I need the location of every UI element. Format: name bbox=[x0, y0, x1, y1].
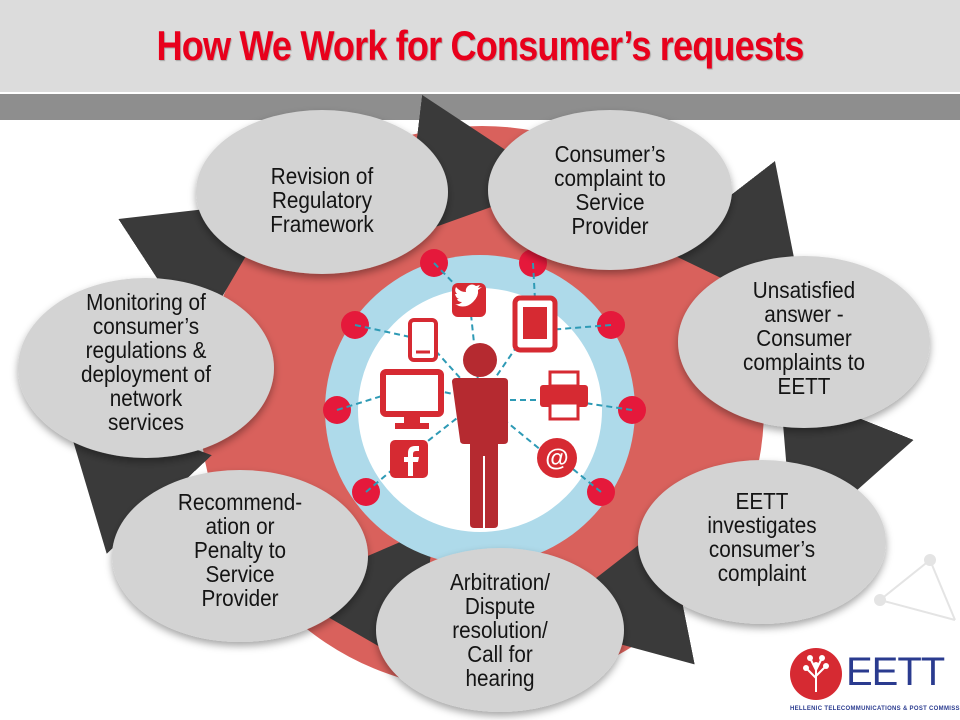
process-nodes bbox=[18, 110, 930, 712]
node-unsatisfied-label: Unsatisfied answer - Consumer complaints… bbox=[714, 278, 894, 398]
label-line: ation or bbox=[205, 513, 275, 539]
label-line: Service bbox=[575, 189, 645, 215]
facebook-icon bbox=[390, 440, 428, 478]
label-line: answer - bbox=[764, 301, 844, 327]
svg-text:@: @ bbox=[545, 445, 568, 472]
label-line: Revision of bbox=[270, 163, 374, 189]
email-at-icon: @ bbox=[537, 438, 577, 478]
label-line: Recommend- bbox=[177, 489, 303, 515]
label-line: Provider bbox=[201, 585, 279, 611]
node-revision-oval bbox=[196, 110, 448, 274]
label-line: consumer’s bbox=[92, 313, 200, 339]
label-line: Dispute bbox=[464, 593, 536, 619]
node-unsatisfied-oval bbox=[678, 256, 930, 428]
label-line: Penalty to bbox=[193, 537, 287, 563]
arrow-monitoring-to-revision bbox=[118, 200, 279, 340]
label-line: EETT bbox=[735, 488, 789, 514]
mobile-phone-icon bbox=[408, 318, 438, 362]
tablet-icon bbox=[512, 295, 558, 353]
label-line: consumer’s bbox=[708, 536, 816, 562]
label-line: Consumer’s bbox=[554, 141, 666, 167]
logo-subtitle: HELLENIC TELECOMMUNICATIONS & POST COMMI… bbox=[790, 706, 960, 712]
label-line: hearing bbox=[465, 665, 535, 691]
label-line: network bbox=[109, 385, 183, 411]
label-line: Service bbox=[205, 561, 275, 587]
label-line: complaint to bbox=[554, 165, 666, 191]
label-line: complaints to bbox=[743, 349, 865, 375]
node-recommendation-oval bbox=[112, 470, 368, 642]
logo-emblem-icon bbox=[790, 648, 842, 700]
label-line: Monitoring of bbox=[86, 289, 206, 315]
person-icon bbox=[452, 343, 508, 528]
label-line: complaint bbox=[717, 560, 807, 586]
node-arbitration-oval bbox=[376, 548, 624, 712]
label-line: Arbitration/ bbox=[449, 569, 551, 595]
label-line: regulations & bbox=[85, 337, 207, 363]
title-band bbox=[0, 0, 960, 92]
eett-logo: EETT HELLENIC TELECOMMUNICATIONS & POST … bbox=[788, 646, 960, 716]
label-line: investigates bbox=[707, 512, 817, 538]
label-line: Consumer bbox=[756, 325, 852, 351]
label-line: Unsatisfied bbox=[752, 277, 856, 303]
decorative-network bbox=[874, 554, 956, 621]
label-line: resolution/ bbox=[452, 617, 548, 643]
desktop-monitor-icon bbox=[380, 369, 444, 429]
label-line: Framework bbox=[270, 211, 374, 237]
node-investigates-oval bbox=[638, 460, 886, 624]
node-monitoring-label: Monitoring of consumer’s regulations & d… bbox=[47, 290, 245, 434]
node-recommendation-label: Recommend- ation or Penalty to Service P… bbox=[150, 490, 330, 610]
node-arbitration-label: Arbitration/ Dispute resolution/ Call fo… bbox=[410, 570, 590, 690]
node-complaint-provider-label: Consumer’s complaint to Service Provider bbox=[520, 142, 700, 238]
label-line: services bbox=[108, 409, 184, 435]
node-complaint-provider-oval bbox=[488, 110, 732, 270]
twitter-icon bbox=[452, 283, 486, 317]
logo-text: EETT bbox=[846, 650, 945, 694]
printer-icon bbox=[540, 370, 588, 421]
node-investigates-label: EETT investigates consumer’s complaint bbox=[672, 489, 852, 585]
label-line: EETT bbox=[777, 373, 831, 399]
label-line: Call for bbox=[467, 641, 533, 667]
arrow-complaint-to-unsatisfied bbox=[660, 160, 807, 319]
label-line: Provider bbox=[571, 213, 649, 239]
label-line: deployment of bbox=[80, 361, 212, 387]
node-revision-label: Revision of Regulatory Framework bbox=[232, 164, 412, 236]
label-line: Regulatory bbox=[271, 187, 373, 213]
page-title: How We Work for Consumer’s requests bbox=[156, 22, 805, 69]
node-monitoring-oval bbox=[18, 278, 274, 458]
